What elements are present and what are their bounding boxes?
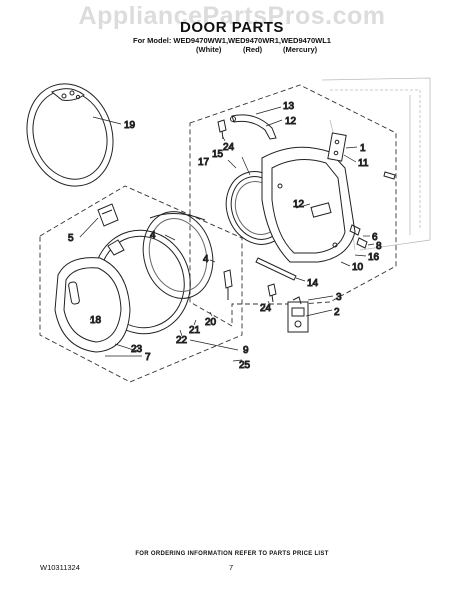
callout-4-right: 4 — [203, 254, 209, 265]
callout-16: 16 — [368, 252, 380, 263]
color-label-mercury: (Mercury) — [283, 45, 318, 54]
trim-strip-14 — [255, 257, 297, 281]
screw-24-top — [217, 119, 227, 140]
hinge-bracket — [327, 132, 396, 180]
callout-9: 9 — [243, 345, 249, 356]
color-label-red: (Red) — [243, 45, 263, 54]
callout-24-lower: 24 — [260, 303, 272, 314]
callout-21: 21 — [189, 325, 201, 336]
callout-6: 6 — [372, 232, 378, 243]
callout-15: 15 — [212, 149, 224, 160]
callout-23: 23 — [131, 344, 143, 355]
door-seal-ring — [26, 83, 114, 187]
small-clips — [349, 224, 368, 249]
callout-24-top: 24 — [223, 142, 235, 153]
door-handle-clip — [97, 203, 119, 227]
page-title: DOOR PARTS — [180, 19, 284, 36]
outer-window-frame — [142, 211, 214, 299]
callout-numbers: 19 13 12 24 1 11 17 15 12 6 8 16 10 5 4 … — [68, 101, 383, 372]
hinge-handle-strip — [230, 114, 277, 140]
color-label-white: (White) — [196, 45, 222, 54]
callout-7: 7 — [145, 352, 151, 363]
page-number: 7 — [229, 563, 234, 572]
callout-3: 3 — [336, 292, 342, 303]
callout-5: 5 — [68, 233, 74, 244]
watermark: AppliancePartsPros.com — [78, 2, 386, 30]
callout-20: 20 — [205, 317, 217, 328]
callout-12-mid: 12 — [293, 199, 305, 210]
ordering-info-note: FOR ORDERING INFORMATION REFER TO PARTS … — [135, 551, 329, 557]
callout-13: 13 — [283, 101, 295, 112]
screw-24-lower — [267, 283, 277, 303]
callout-4-left: 4 — [150, 230, 156, 241]
outer-door-front — [54, 257, 131, 353]
screw-20 — [223, 269, 233, 300]
callout-18: 18 — [90, 315, 102, 326]
callout-22: 22 — [176, 335, 188, 346]
leader-lines — [79, 106, 375, 362]
callout-1: 1 — [360, 143, 366, 154]
document-number: W10311324 — [40, 563, 80, 572]
callout-17: 17 — [198, 157, 210, 168]
outer-door-assembly-box — [39, 185, 243, 383]
callout-12-top: 12 — [285, 116, 297, 127]
callout-11: 11 — [358, 158, 369, 169]
callout-19: 19 — [124, 120, 136, 131]
callout-25: 25 — [239, 360, 251, 371]
callout-14: 14 — [307, 278, 319, 289]
door-latch — [287, 296, 309, 333]
callout-8: 8 — [376, 241, 382, 252]
callout-10: 10 — [352, 262, 364, 273]
model-line: For Model: WED9470WW1,WED9470WR1,WED9470… — [133, 36, 331, 45]
callout-2: 2 — [334, 307, 340, 318]
